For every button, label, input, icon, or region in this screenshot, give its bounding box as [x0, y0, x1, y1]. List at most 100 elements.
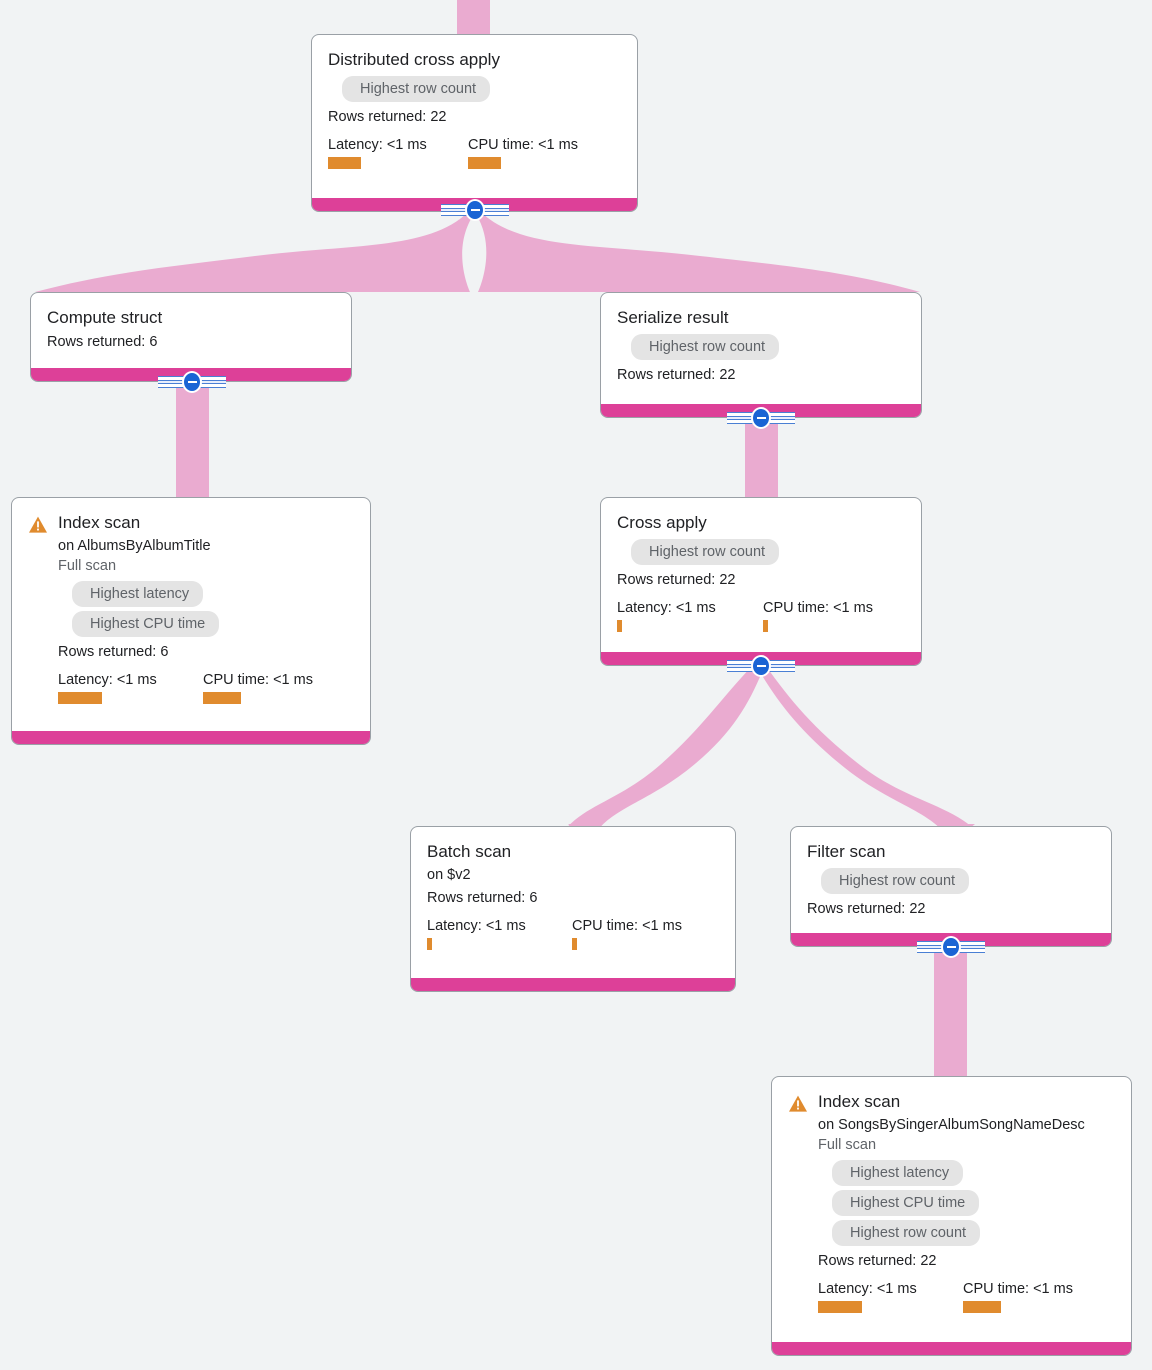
node-metrics: Latency: <1 ms CPU time: <1 ms — [617, 599, 905, 632]
plan-node-serialize-result[interactable]: Serialize result Highest row count Rows … — [600, 292, 922, 418]
metric-cpu-time-bar — [963, 1301, 1001, 1313]
node-title: Index scan — [58, 513, 141, 532]
metric-cpu-time-bar — [468, 157, 501, 169]
plan-node-index-scan-albums[interactable]: Index scan on AlbumsByAlbumTitle Full sc… — [11, 497, 371, 745]
metric-cpu-time-label: CPU time: <1 ms — [963, 1281, 1073, 1297]
node-chips: Highest row count — [328, 74, 621, 104]
plan-node-cross-apply[interactable]: Cross apply Highest row count Rows retur… — [600, 497, 922, 666]
edge-root-to-compute-struct — [35, 212, 474, 300]
collapse-toggle-serialize-result[interactable] — [727, 407, 795, 429]
metric-latency-bar — [818, 1301, 862, 1313]
metric-latency-label: Latency: <1 ms — [58, 672, 157, 688]
node-content: Distributed cross apply Highest row coun… — [328, 49, 621, 169]
metric-cpu-time: CPU time: <1 ms — [763, 599, 873, 632]
metric-latency: Latency: <1 ms — [617, 599, 763, 632]
node-footer — [772, 1342, 1131, 1355]
rows-returned: Rows returned: 22 — [617, 572, 736, 588]
chip-highest-row-count: Highest row count — [342, 76, 491, 102]
metric-latency-bar — [328, 157, 361, 169]
metric-latency-bar — [58, 692, 102, 704]
metric-cpu-time-label: CPU time: <1 ms — [203, 672, 313, 688]
rows-returned: Rows returned: 6 — [427, 890, 538, 906]
metric-cpu-time-bar — [572, 938, 577, 950]
edge-cross-apply-to-batch-scan — [565, 666, 762, 830]
metric-latency: Latency: <1 ms — [328, 136, 468, 169]
chip-highest-row-count: Highest row count — [821, 868, 970, 894]
edge-serialize-result-to-cross-apply — [745, 418, 778, 497]
node-subtitle: on AlbumsByAlbumTitle — [58, 538, 211, 554]
metric-cpu-time-label: CPU time: <1 ms — [763, 600, 873, 616]
minus-icon — [941, 936, 961, 958]
node-title: Distributed cross apply — [328, 50, 500, 69]
metric-cpu-time-label: CPU time: <1 ms — [468, 137, 578, 153]
chip-highest-latency: Highest latency — [72, 581, 204, 607]
metric-latency: Latency: <1 ms — [58, 671, 203, 704]
node-content: Index scan on SongsBySingerAlbumSongName… — [818, 1091, 1115, 1313]
node-title: Filter scan — [807, 842, 886, 861]
plan-node-compute-struct[interactable]: Compute struct Rows returned: 6 — [30, 292, 352, 382]
rows-returned: Rows returned: 22 — [818, 1253, 937, 1269]
node-subtitle: on $v2 — [427, 867, 471, 883]
node-content: Batch scan on $v2 Rows returned: 6 Laten… — [427, 841, 719, 950]
node-title: Index scan — [818, 1092, 901, 1111]
collapse-toggle-distributed-cross-apply[interactable] — [441, 199, 509, 221]
minus-icon — [751, 655, 771, 677]
edge-filter-scan-to-index-scan-songs — [934, 947, 967, 1076]
node-chips: Highest latency Highest CPU time — [58, 579, 354, 639]
metric-latency: Latency: <1 ms — [427, 917, 572, 950]
collapse-toggle-cross-apply[interactable] — [727, 655, 795, 677]
node-content: Cross apply Highest row count Rows retur… — [617, 512, 905, 632]
collapse-toggle-filter-scan[interactable] — [917, 936, 985, 958]
edge-cross-apply-to-filter-scan — [760, 666, 975, 830]
node-body: Compute struct Rows returned: 6 — [31, 293, 351, 368]
node-title: Batch scan — [427, 842, 512, 861]
metric-latency-bar — [427, 938, 432, 950]
chip-highest-row-count: Highest row count — [631, 539, 780, 565]
node-title: Serialize result — [617, 308, 729, 327]
node-body: Distributed cross apply Highest row coun… — [312, 35, 637, 198]
plan-node-index-scan-songs[interactable]: Index scan on SongsBySingerAlbumSongName… — [771, 1076, 1132, 1356]
rows-returned: Rows returned: 6 — [58, 644, 169, 660]
node-scan-note: Full scan — [818, 1137, 877, 1153]
metric-cpu-time-bar — [763, 620, 768, 632]
node-footer — [12, 731, 370, 744]
warning-icon — [28, 515, 48, 535]
node-content: Filter scan Highest row count Rows retur… — [807, 841, 1095, 920]
chip-highest-row-count: Highest row count — [631, 334, 780, 360]
node-content: Index scan on AlbumsByAlbumTitle Full sc… — [58, 512, 354, 704]
plan-node-distributed-cross-apply[interactable]: Distributed cross apply Highest row coun… — [311, 34, 638, 212]
node-chips: Highest row count — [617, 332, 905, 362]
node-content: Compute struct Rows returned: 6 — [47, 307, 335, 353]
metric-cpu-time: CPU time: <1 ms — [203, 671, 313, 704]
metric-cpu-time-label: CPU time: <1 ms — [572, 918, 682, 934]
minus-icon — [751, 407, 771, 429]
chip-highest-row-count: Highest row count — [832, 1220, 981, 1246]
chip-highest-latency: Highest latency — [832, 1160, 964, 1186]
metric-latency-label: Latency: <1 ms — [328, 137, 427, 153]
plan-node-filter-scan[interactable]: Filter scan Highest row count Rows retur… — [790, 826, 1112, 947]
edge-compute-struct-to-index-scan-albums — [176, 382, 209, 497]
rows-returned: Rows returned: 6 — [47, 334, 158, 350]
node-metrics: Latency: <1 ms CPU time: <1 ms — [427, 917, 719, 950]
rows-returned: Rows returned: 22 — [617, 367, 736, 383]
node-scan-note: Full scan — [58, 558, 117, 574]
plan-node-batch-scan[interactable]: Batch scan on $v2 Rows returned: 6 Laten… — [410, 826, 736, 992]
edge-root-to-serialize-result — [476, 212, 920, 300]
node-subtitle: on SongsBySingerAlbumSongNameDesc — [818, 1117, 1085, 1133]
minus-icon — [465, 199, 485, 221]
node-body: Cross apply Highest row count Rows retur… — [601, 498, 921, 652]
node-title: Cross apply — [617, 513, 707, 532]
metric-latency-label: Latency: <1 ms — [818, 1281, 917, 1297]
node-metrics: Latency: <1 ms CPU time: <1 ms — [328, 136, 621, 169]
node-chips: Highest row count — [617, 537, 905, 567]
node-title: Compute struct — [47, 308, 163, 327]
collapse-toggle-compute-struct[interactable] — [158, 371, 226, 393]
node-body: Index scan on SongsBySingerAlbumSongName… — [772, 1077, 1131, 1342]
node-chips: Highest latency Highest CPU time Highest… — [818, 1158, 1115, 1248]
metric-cpu-time: CPU time: <1 ms — [963, 1280, 1073, 1313]
node-body: Serialize result Highest row count Rows … — [601, 293, 921, 404]
rows-returned: Rows returned: 22 — [328, 109, 447, 125]
node-body: Batch scan on $v2 Rows returned: 6 Laten… — [411, 827, 735, 978]
warning-icon — [788, 1094, 808, 1114]
